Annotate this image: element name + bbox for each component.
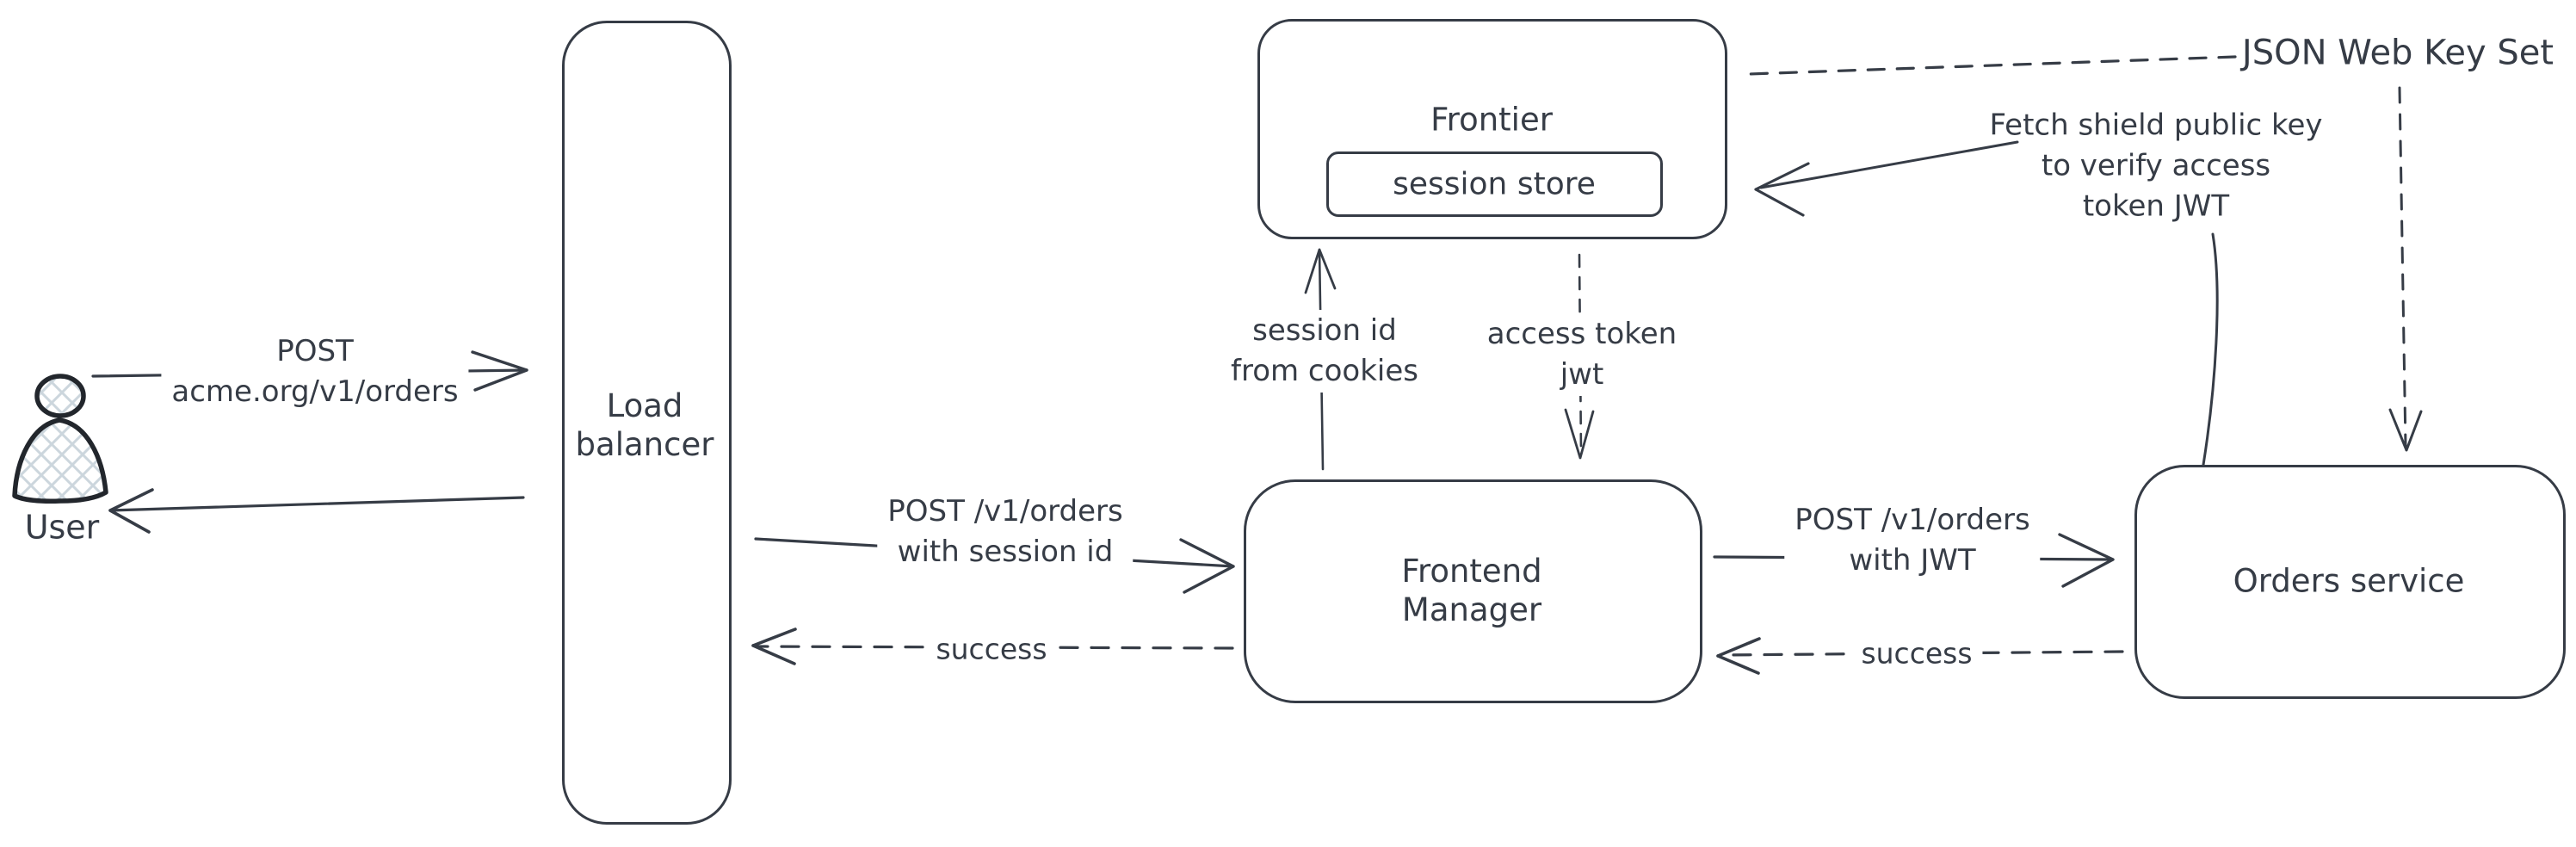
user-person-icon <box>12 374 108 504</box>
user-label: User <box>24 508 100 547</box>
arrow-fm-to-lb-success <box>751 628 1234 665</box>
node-orders-service <box>2134 465 2566 699</box>
edge-label-success-lb: success <box>925 628 1058 671</box>
arrow-load-balancer-to-user <box>108 488 525 534</box>
dashed-arrow-jwks-to-orders <box>2388 86 2423 452</box>
edge-label-post-acme-orders: POST acme.org/v1/orders <box>161 331 469 413</box>
edge-label-session-id-from-cookies: session id from cookies <box>1220 310 1429 393</box>
edge-label-fetch-shield-public-key: Fetch shield public key to verify access… <box>1989 108 2323 224</box>
dashed-line-jwks-to-frontier <box>1747 55 2237 76</box>
frontier-label: Frontier <box>1430 101 1553 139</box>
jwks-label: JSON Web Key Set <box>2241 33 2554 73</box>
edge-label-success-orders: success <box>1850 632 1983 675</box>
node-frontend-manager <box>1244 479 1702 703</box>
edge-label-post-with-jwt: POST /v1/orders with JWT <box>1784 499 2041 582</box>
edge-label-post-with-session-id: POST /v1/orders with session id <box>877 491 1134 573</box>
session-store-label: session store <box>1393 166 1596 202</box>
node-load-balancer <box>562 21 732 825</box>
arrow-orders-to-frontier-fetch-key <box>1754 140 2219 467</box>
orders-service-label: Orders service <box>2233 562 2465 600</box>
node-session-store <box>1326 151 1663 217</box>
edge-label-access-token-jwt: access token jwt <box>1476 313 1688 396</box>
load-balancer-label: Load balancer <box>575 387 714 463</box>
frontend-manager-label: Frontend Manager <box>1401 553 1542 628</box>
